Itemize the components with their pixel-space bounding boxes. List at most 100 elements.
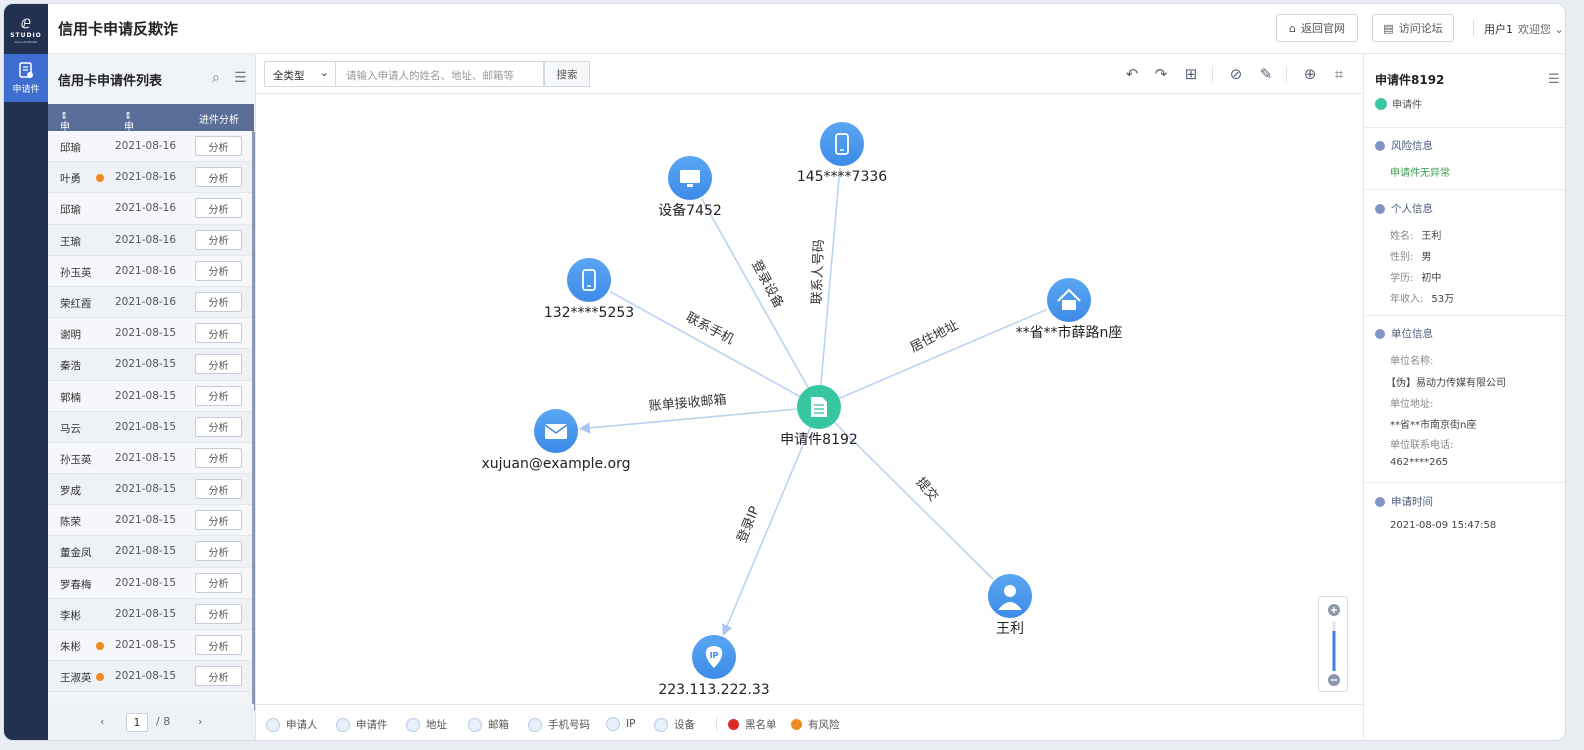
analyze-button[interactable]: 分析 [195,510,242,531]
user-name[interactable]: 用户1 [1484,23,1513,36]
welcome-menu[interactable]: 欢迎您 ⌄ [1518,21,1564,37]
applicant-name: 邱瑜 [60,142,81,154]
analyze-button[interactable]: 分析 [195,260,242,281]
node-label: 223.113.222.33 [658,682,769,698]
type-select[interactable]: 全类型⌄ [264,61,336,87]
col-applicant[interactable]: 申请人⇕ [60,111,70,163]
prev-page-button[interactable]: ‹ [100,715,105,728]
graph-legend: 申请人 申请件 地址 邮箱 手机号码 IP 设备 黑名单 有风险 [256,704,1363,740]
legend-item[interactable]: IP [606,717,635,731]
application-date: 2021-08-15 [115,545,177,558]
edge-person[interactable] [834,421,994,580]
legend-item[interactable]: 邮箱 [468,717,509,732]
edge-email[interactable] [578,408,798,434]
graph-node-email[interactable]: xujuan@example.org [481,409,631,472]
rail-item-applications[interactable]: 申请件 [4,54,48,102]
collapse-list-icon[interactable]: ☰ [234,70,247,86]
detail-title: 申请件8192 [1375,73,1445,87]
analyze-button[interactable]: 分析 [195,167,242,188]
analyze-button[interactable]: 分析 [195,479,242,500]
zoom-control[interactable] [1318,596,1348,692]
analyze-button[interactable]: 分析 [195,572,242,593]
graph-node-device[interactable]: 设备7452 [658,156,722,219]
legend-item[interactable]: 设备 [654,717,695,732]
divider [1364,315,1565,316]
visit-forum-button[interactable]: ▤访问论坛 [1372,14,1454,42]
analyze-button[interactable]: 分析 [195,229,242,250]
analyze-button[interactable]: 分析 [195,198,242,219]
list-scrollbar[interactable] [252,131,255,711]
graph-node-center[interactable]: 申请件8192 [780,385,858,448]
legend-item[interactable]: 申请件 [336,717,388,732]
analyze-button[interactable]: 分析 [195,603,242,624]
analyze-button[interactable]: 分析 [195,635,242,655]
analyze-button[interactable]: 分析 [195,291,242,312]
analyze-button[interactable]: 分析 [195,354,242,375]
relationship-graph[interactable]: 联系人号码登录设备联系手机居住地址账单接收邮箱登录IP提交145****7336… [256,94,1363,704]
undo-icon[interactable]: ↶ [1125,65,1139,83]
panel-toggle-icon[interactable]: ☰ [1548,72,1560,87]
analyze-button[interactable]: 分析 [195,447,242,468]
zoom-slider[interactable] [1319,597,1349,693]
brush-icon[interactable]: ✎ [1259,65,1273,83]
analyze-button[interactable]: 分析 [195,385,242,406]
legend-label: 黑名单 [745,719,777,731]
application-date: 2021-08-15 [115,451,177,464]
analyze-button[interactable]: 分析 [195,541,242,562]
analyze-button[interactable]: 分析 [195,416,242,437]
edge-phone1[interactable] [609,290,801,398]
search-icon[interactable]: ⌕ [212,70,220,86]
analyze-button[interactable]: 分析 [195,666,242,687]
legend-blacklist[interactable]: 黑名单 [728,717,777,732]
legend-risk[interactable]: 有风险 [791,717,840,732]
legend-node-icon [606,717,620,731]
current-page[interactable]: 1 [126,713,148,732]
graph-node-person[interactable]: 王利 [988,574,1032,637]
crop-icon[interactable]: ⌗ [1334,65,1344,83]
search-input[interactable]: 请输入申请人的姓名、地址、邮箱等 [336,61,544,87]
analyze-button[interactable]: 分析 [195,136,242,156]
hide-icon[interactable]: ⊘ [1229,65,1243,83]
application-date: 2021-08-15 [115,670,177,683]
hierarchy-layout-icon[interactable]: ⊞ [1184,65,1198,83]
edge-device[interactable] [701,198,809,389]
search-button[interactable]: 搜索 [544,61,590,87]
redo-icon[interactable]: ↷ [1154,65,1168,83]
graph-node-phone1[interactable]: 132****5253 [544,258,634,321]
legend-risk-dot-icon [791,719,802,730]
toolbar-divider [1286,66,1287,82]
analyze-button[interactable]: 分析 [195,323,242,344]
graph-node-home[interactable]: **省**市薛路n座 [1016,278,1123,341]
edge-phone2[interactable] [820,167,841,386]
col-time[interactable]: 申请时间⇕ [124,111,134,178]
locate-icon[interactable]: ⊕ [1303,65,1317,83]
next-page-button[interactable]: › [198,715,203,728]
legend-item[interactable]: 申请人 [266,717,318,732]
legend-item[interactable]: 手机号码 [528,717,590,732]
back-home-button[interactable]: ⌂返回官网 [1276,14,1358,42]
graph-node-phone2[interactable]: 145****7336 [797,122,887,185]
edge-home[interactable] [838,308,1048,400]
edge-ip[interactable] [722,426,812,636]
app-logo[interactable]: ⅇ STUDIO GALAXYBASE [4,4,48,54]
legend-item[interactable]: 地址 [406,717,447,732]
